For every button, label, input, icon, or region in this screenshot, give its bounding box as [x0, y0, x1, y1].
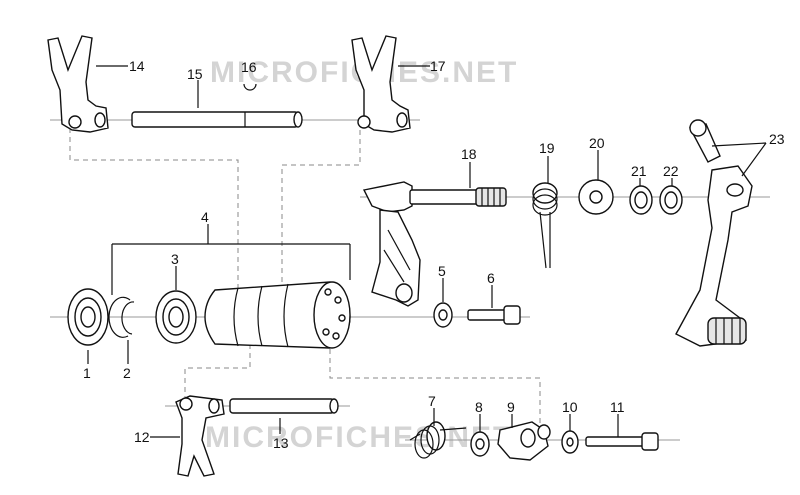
circlip-16	[243, 83, 257, 91]
callout-19: 19	[539, 140, 555, 156]
callout-4: 4	[201, 209, 209, 225]
callout-21: 21	[631, 163, 647, 179]
dash-fork12	[184, 335, 251, 398]
callout-13: 13	[273, 435, 289, 451]
washer-10	[561, 430, 579, 454]
callout-22: 22	[663, 163, 679, 179]
callout-7: 7	[428, 393, 436, 409]
callout-16: 16	[241, 59, 257, 75]
callout-1: 1	[83, 365, 91, 381]
spring-19	[532, 182, 558, 269]
shift-fork-14	[47, 35, 109, 133]
callout-12: 12	[134, 429, 150, 445]
washer-5	[433, 302, 453, 328]
washer-21	[629, 185, 653, 215]
watermark-bottom: MICROFICHES.NET	[205, 421, 513, 454]
washer-20	[578, 179, 614, 215]
gear-pedal-23	[675, 119, 753, 347]
shift-fork-17	[351, 35, 411, 133]
fork-shaft-15	[131, 111, 303, 128]
bolt-6	[467, 305, 521, 325]
callout-17: 17	[430, 58, 446, 74]
bolt-11	[585, 432, 659, 451]
callout-23: 23	[769, 131, 785, 147]
bearing-1	[67, 288, 109, 346]
leader-lines	[87, 65, 767, 438]
callout-8: 8	[475, 399, 483, 415]
shift-drum-4	[204, 281, 351, 349]
fork-shaft-13	[229, 398, 339, 414]
callout-6: 6	[487, 270, 495, 286]
callout-5: 5	[438, 263, 446, 279]
callout-18: 18	[461, 146, 477, 162]
callout-11: 11	[610, 399, 625, 415]
circlip-2	[108, 296, 131, 338]
dash-stopper	[329, 340, 541, 428]
washer-22	[659, 185, 683, 215]
dash-fork17	[281, 130, 361, 290]
callout-20: 20	[589, 135, 605, 151]
callout-2: 2	[123, 365, 131, 381]
callout-9: 9	[507, 399, 515, 415]
dash-fork14	[69, 128, 239, 290]
collar-8	[470, 431, 490, 457]
bearing-3	[155, 290, 197, 344]
callout-15: 15	[187, 66, 203, 82]
callout-10: 10	[562, 399, 578, 415]
shift-fork-12	[175, 395, 225, 477]
shift-shaft-18	[362, 181, 507, 307]
stopper-arm-9	[497, 421, 551, 461]
callout-14: 14	[129, 58, 145, 74]
callout-3: 3	[171, 251, 179, 267]
spring-7	[409, 421, 467, 459]
